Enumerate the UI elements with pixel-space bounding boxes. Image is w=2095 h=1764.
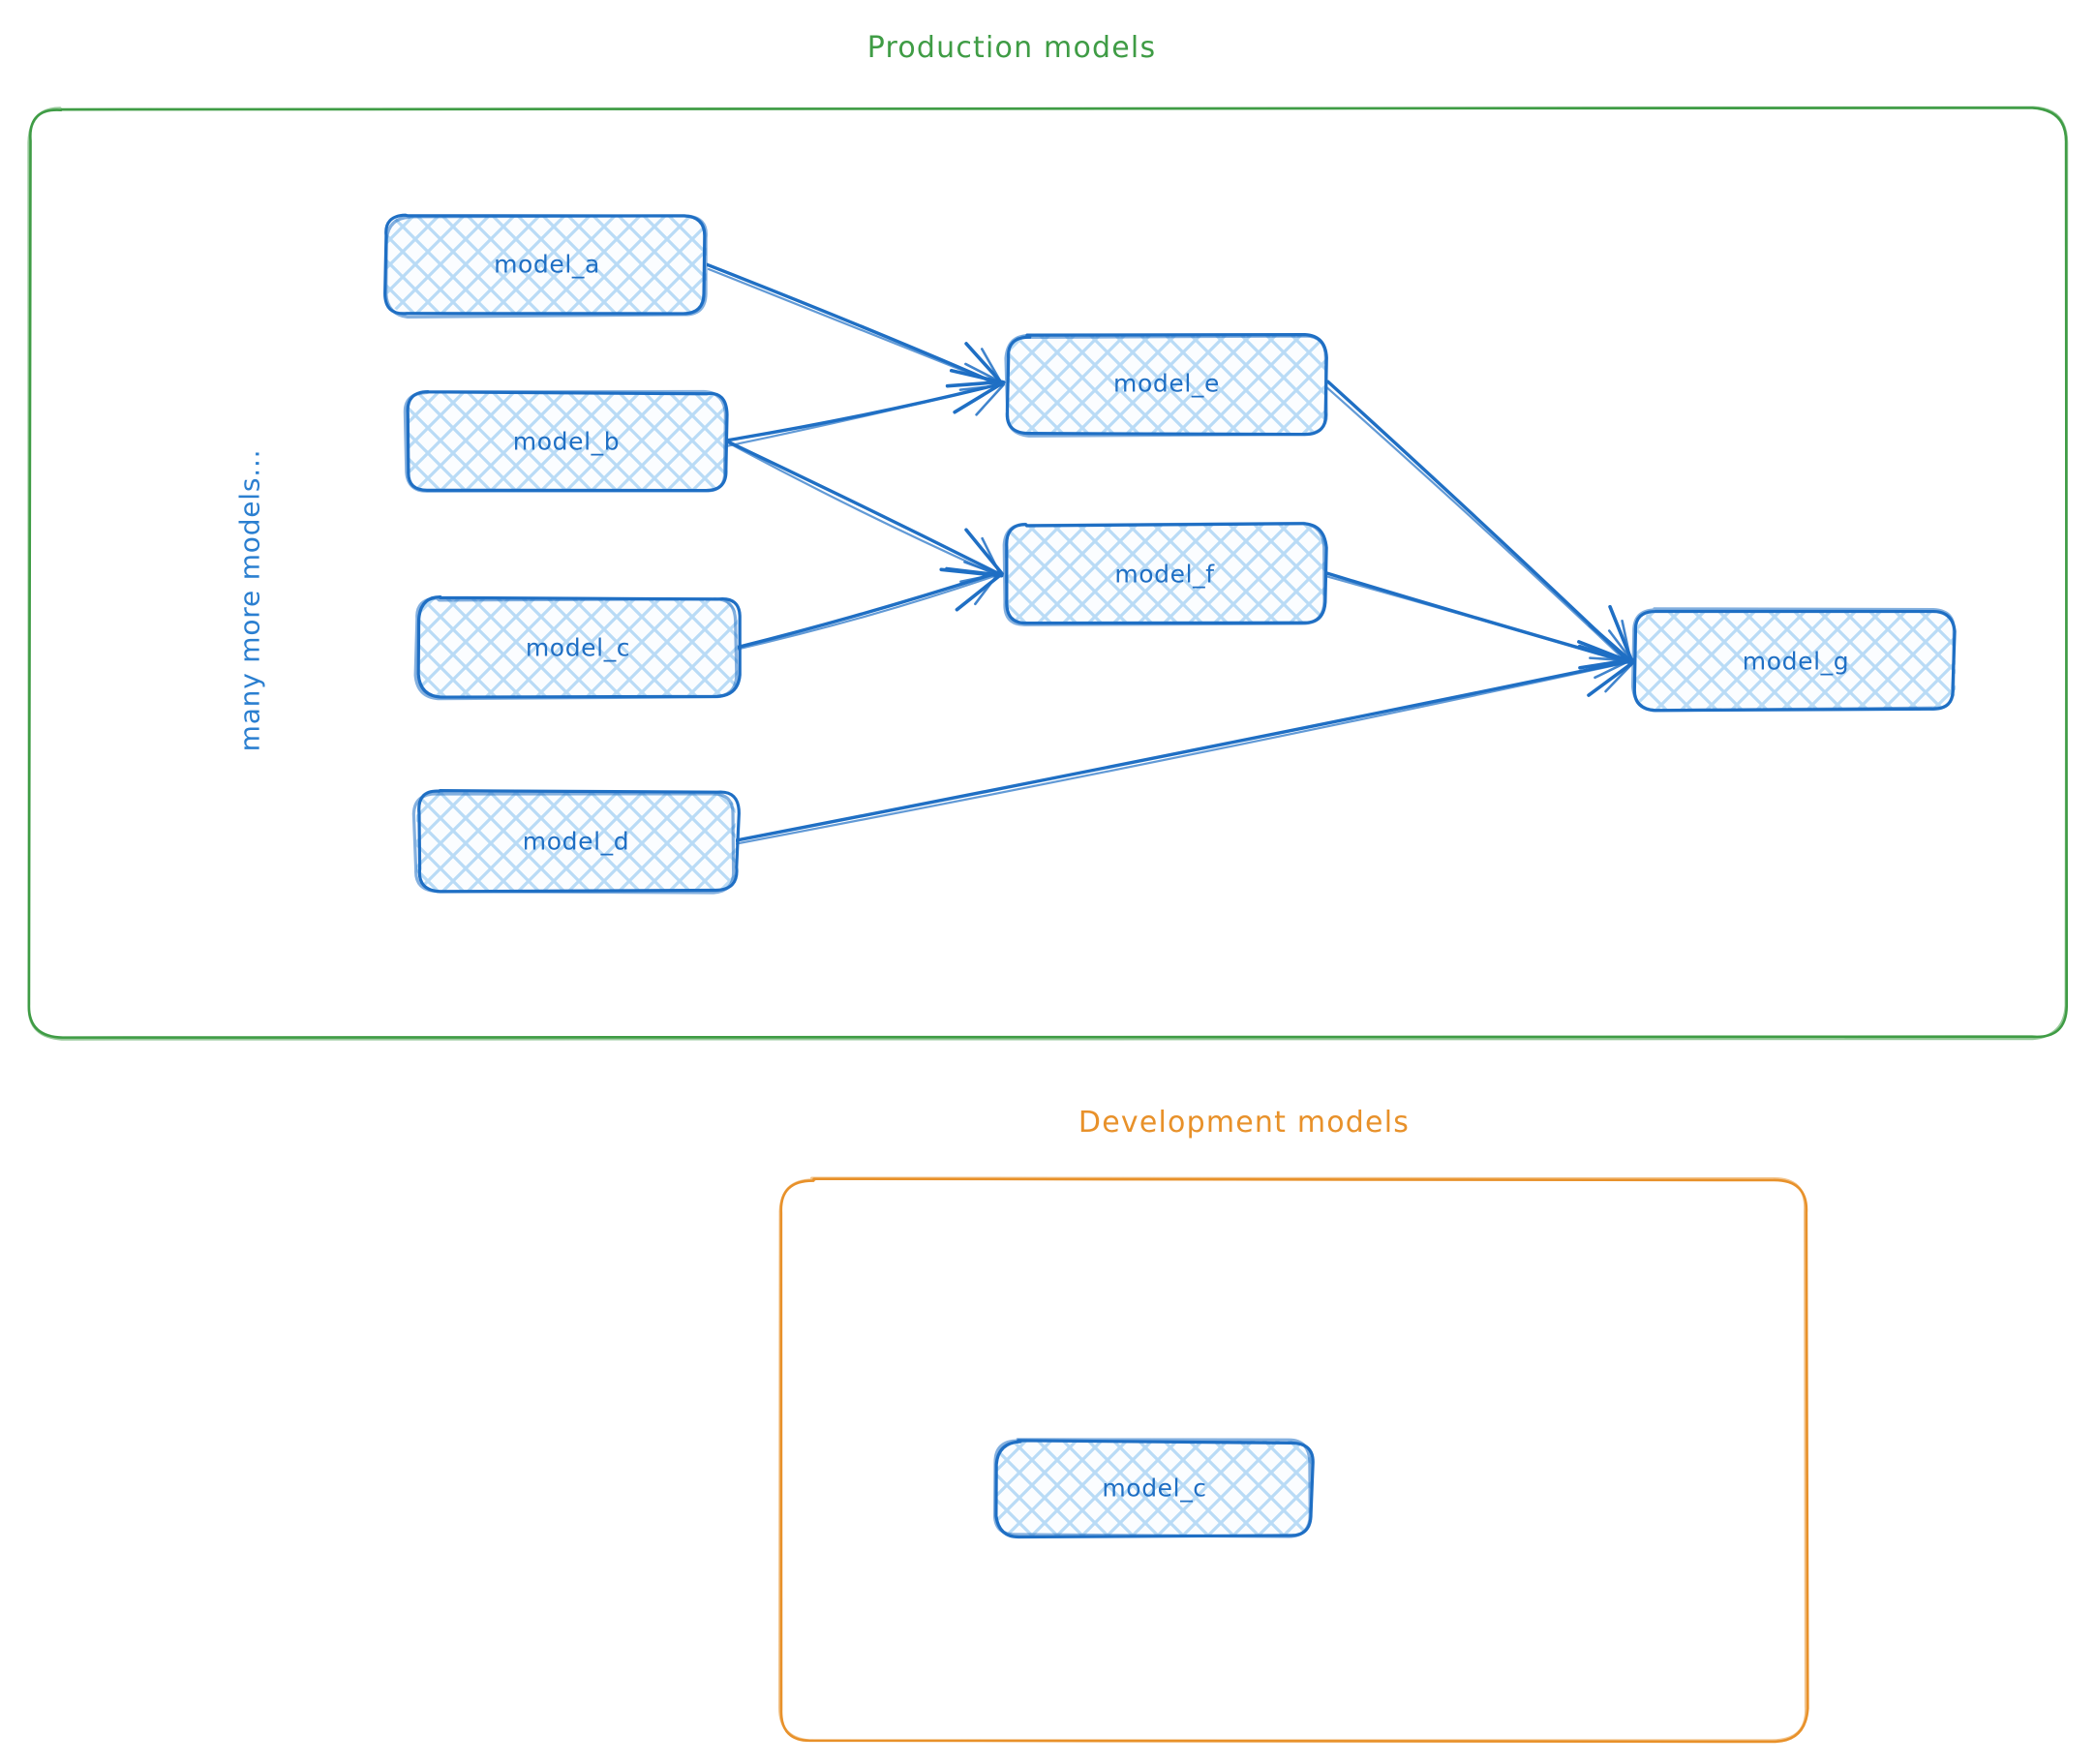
edge-model_d-to-model_g bbox=[733, 644, 1636, 845]
side-note-many-more-models: many more models... bbox=[233, 448, 266, 752]
edge-model_b-to-model_e bbox=[722, 362, 1006, 447]
node-model_c[interactable] bbox=[413, 595, 742, 701]
node-model_e[interactable] bbox=[1004, 333, 1328, 438]
node-model_d[interactable] bbox=[411, 789, 741, 895]
group-frame-development bbox=[778, 1176, 1809, 1744]
node-model_f[interactable] bbox=[1002, 521, 1328, 626]
node-model_g[interactable] bbox=[1630, 607, 1957, 713]
node-layer bbox=[383, 213, 1957, 1539]
edge-layer bbox=[705, 262, 1636, 845]
group-title-development: Development models bbox=[1078, 1106, 1411, 1140]
node-model_a[interactable] bbox=[383, 213, 708, 319]
edge-model_c-to-model_f bbox=[735, 561, 1004, 651]
edge-model_b-to-model_f bbox=[723, 439, 1004, 584]
group-frames bbox=[27, 106, 2069, 1744]
node-dev_model_c[interactable] bbox=[992, 1438, 1315, 1539]
node-model_b[interactable] bbox=[403, 389, 729, 493]
group-frame-production bbox=[27, 106, 2069, 1041]
group-title-production: Production models bbox=[866, 31, 1157, 65]
